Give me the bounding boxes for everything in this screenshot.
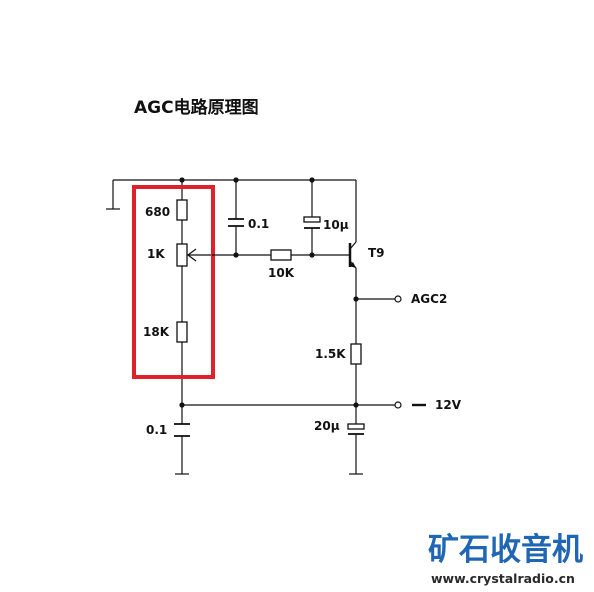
- bottom-rail-wire: [182, 401, 426, 409]
- resistor-1-5k: [350, 343, 362, 365]
- label-18k: 18K: [143, 325, 170, 339]
- watermark-url: www.crystalradio.cn: [431, 571, 575, 586]
- divider-chain-wire: [175, 180, 189, 475]
- label-agc2: AGC2: [411, 292, 447, 306]
- label-12v: 12V: [435, 398, 462, 412]
- capacitor-0-1-bottom: [174, 423, 190, 437]
- label-1k: 1K: [147, 247, 165, 261]
- junction-dots: [179, 177, 359, 408]
- potentiometer-1k: [176, 243, 212, 267]
- capacitor-10u: [303, 180, 321, 255]
- label-680: 680: [145, 205, 170, 219]
- label-c-20u: 20μ: [314, 419, 340, 433]
- resistor-18k: [176, 321, 188, 343]
- diagram-title: AGC电路原理图: [134, 97, 259, 118]
- label-c-bottom: 0.1: [146, 423, 167, 437]
- highlight-box: [132, 185, 215, 379]
- label-c-top: 0.1: [248, 217, 269, 231]
- resistor-10k: [270, 249, 292, 261]
- ground-symbol: [106, 180, 120, 210]
- transistor-t9: [348, 241, 357, 344]
- agc2-output-wire: [356, 295, 402, 303]
- label-10k: 10K: [268, 266, 295, 280]
- label-t9: T9: [368, 246, 385, 260]
- label-c-10u: 10μ: [323, 218, 349, 232]
- resistor-680: [176, 199, 188, 221]
- watermark-brand: 矿石收音机: [428, 532, 583, 568]
- capacitor-20u: [347, 423, 365, 475]
- label-1-5k: 1.5K: [315, 347, 346, 361]
- capacitor-0-1-top: [228, 180, 244, 255]
